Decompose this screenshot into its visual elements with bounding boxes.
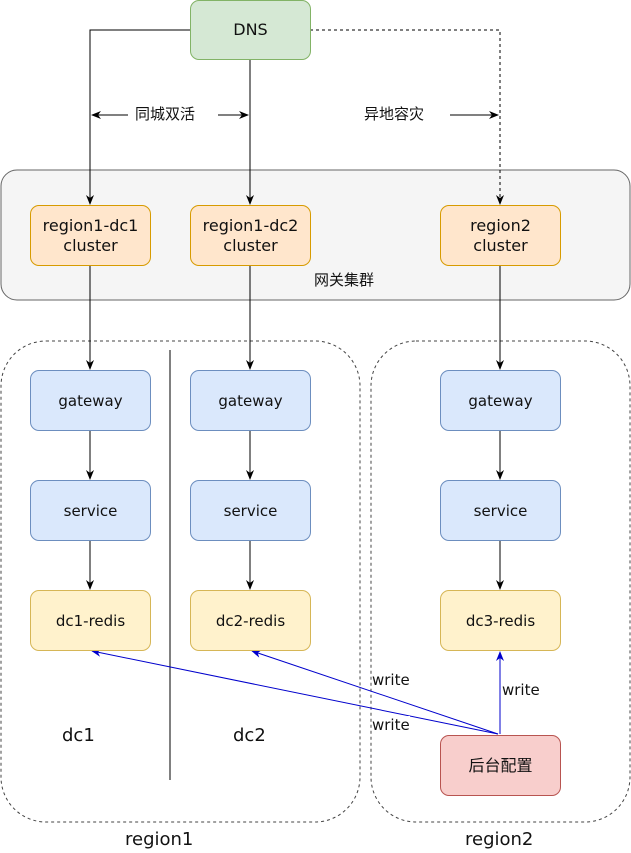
dns-label: DNS (233, 20, 268, 39)
dns-node[interactable]: DNS (190, 0, 311, 60)
redis-dc2-label: dc2-redis (215, 611, 286, 630)
redis-dc2-node[interactable]: dc2-redis (190, 590, 311, 651)
service-dc2-label: service (223, 501, 278, 520)
region1-dc2-cluster-label-1: region1-dc2 (202, 215, 299, 235)
region1-dc1-cluster-node[interactable]: region1-dc1 cluster (30, 205, 151, 266)
gateway-dc3-label: gateway (468, 391, 533, 410)
region2-cluster-label-1: region2 (470, 215, 531, 235)
gateway-dc1-label: gateway (58, 391, 123, 410)
redis-dc1-node[interactable]: dc1-redis (30, 590, 151, 651)
region1-dc2-cluster-node[interactable]: region1-dc2 cluster (190, 205, 311, 266)
service-dc2-node[interactable]: service (190, 480, 311, 541)
region1-label: region1 (125, 829, 194, 850)
redis-dc1-label: dc1-redis (55, 611, 126, 630)
service-dc1-node[interactable]: service (30, 480, 151, 541)
gateway-cluster-label: 网关集群 (314, 271, 375, 289)
disaster-recovery-label: 异地容灾 (364, 105, 425, 123)
gateway-dc2-label: gateway (218, 391, 283, 410)
active-active-label: 同城双活 (135, 105, 196, 123)
edge-dns-to-region2-cluster (310, 29, 504, 205)
write-label-dc2: write (372, 671, 410, 689)
edge-dns-to-dc1-cluster (86, 29, 190, 205)
dc1-label: dc1 (62, 725, 95, 746)
admin-config-node[interactable]: 后台配置 (440, 735, 561, 796)
region1-group (0, 340, 361, 823)
region2-cluster-node[interactable]: region2 cluster (440, 205, 561, 266)
gateway-dc3-node[interactable]: gateway (440, 370, 561, 431)
service-dc3-label: service (473, 501, 528, 520)
redis-dc3-label: dc3-redis (465, 611, 536, 630)
gateway-cluster-group (0, 169, 631, 301)
write-label-dc3: write (502, 681, 540, 699)
region2-label: region2 (465, 829, 534, 850)
service-dc3-node[interactable]: service (440, 480, 561, 541)
region2-cluster-label-2: cluster (473, 235, 528, 255)
gateway-dc2-node[interactable]: gateway (190, 370, 311, 431)
region1-dc2-cluster-label-2: cluster (223, 235, 278, 255)
service-dc1-label: service (63, 501, 118, 520)
gateway-dc1-node[interactable]: gateway (30, 370, 151, 431)
write-label-dc1: write (372, 716, 410, 734)
region1-dc1-cluster-label-2: cluster (63, 235, 118, 255)
write-edge-to-redis1 (91, 648, 499, 735)
write-edge-to-redis2 (251, 650, 499, 735)
admin-config-label: 后台配置 (468, 755, 533, 775)
redis-dc3-node[interactable]: dc3-redis (440, 590, 561, 651)
dc2-label: dc2 (233, 725, 266, 746)
region1-dc1-cluster-label-1: region1-dc1 (42, 215, 139, 235)
